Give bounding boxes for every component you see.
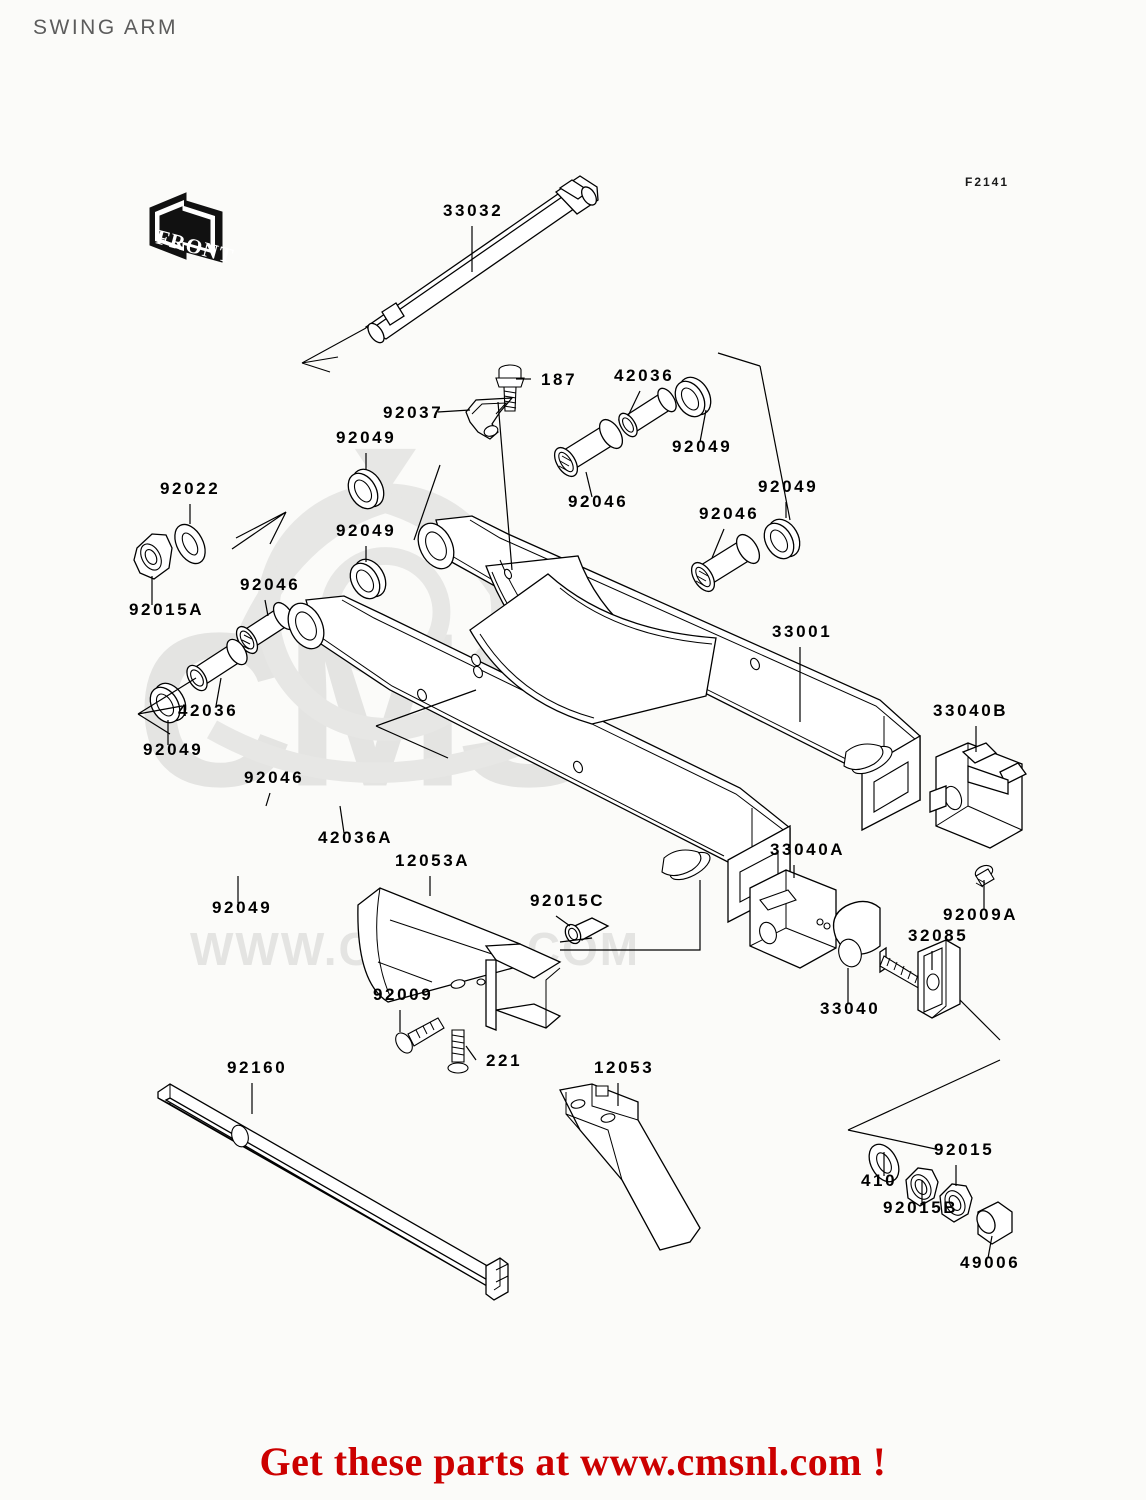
callout-label-collar-42036-left: 42036 <box>178 701 238 720</box>
callout-label-chain-guide-12053a: 12053A <box>395 851 470 870</box>
callout-label-nut-92015c: 92015C <box>530 891 605 910</box>
callout-label-chain-adjuster-33040a: 33040A <box>770 840 845 859</box>
part-33040b-chain-adjuster <box>929 742 1027 849</box>
part-12053a-chain-guide <box>357 887 562 1031</box>
callout-label-oil-seal-92049-lower-left: 92049 <box>143 740 203 759</box>
part-92046-bearing-top <box>553 418 624 478</box>
part-92049-seal-upper-right <box>674 376 712 418</box>
part-92046-bearing-right <box>690 533 761 593</box>
callout-label-oil-seal-92049-right: 92049 <box>758 477 818 496</box>
callout-label-oil-seal-92049-bottom: 92049 <box>212 898 272 917</box>
callout-label-screw-92009: 92009 <box>373 985 433 1004</box>
part-92015c-nut <box>564 917 610 945</box>
part-42036-collar-upper <box>617 387 678 438</box>
front-direction-marker: FRONT <box>149 192 237 268</box>
callout-label-swing-arm-body: 33001 <box>772 622 832 641</box>
callout-label-chain-adjuster-33040b: 33040B <box>933 701 1008 720</box>
callout-label-needle-bearing-92046-left: 92046 <box>240 575 300 594</box>
callout-label-collar-42036a: 42036A <box>318 828 393 847</box>
part-92015a-nut <box>133 533 173 580</box>
parts-diagram: CMS WWW.CMSNL.COM FRONT <box>129 175 1027 1301</box>
callout-label-oil-seal-92049-upper-left: 92049 <box>336 428 396 447</box>
part-92049-seal-mid-left <box>349 558 387 600</box>
drawing-reference-code: F2141 <box>965 175 1010 189</box>
callout-label-chain-adjuster-cam-33040: 33040 <box>820 999 880 1018</box>
part-42036-collar-left <box>186 638 248 692</box>
callout-label-collar-42036-upper: 42036 <box>614 366 674 385</box>
callout-label-nut-92015: 92015 <box>934 1140 994 1159</box>
callout-label-washer-410: 410 <box>861 1171 897 1190</box>
part-187-bolt <box>495 364 525 412</box>
part-92022-washer <box>174 523 206 565</box>
part-92049-seal-lower-left <box>149 682 187 724</box>
callout-label-cap-49006: 49006 <box>960 1253 1020 1272</box>
part-33040a-chain-adjuster <box>749 869 837 969</box>
part-92037-clamp <box>465 397 514 440</box>
part-92009-screw <box>395 1017 445 1054</box>
part-92015-nut <box>939 1183 973 1223</box>
part-92009a-screw <box>974 864 995 888</box>
part-92160-chain-slider <box>157 1083 509 1301</box>
part-33040-adjuster-cam <box>832 900 927 991</box>
callout-label-needle-bearing-92046-lower: 92046 <box>244 768 304 787</box>
callout-label-needle-bearing-92046-right: 92046 <box>699 504 759 523</box>
part-32085-stopper <box>917 939 961 1019</box>
part-12053-chain-guide <box>559 1083 701 1251</box>
part-92049-seal-upper-left <box>347 468 385 510</box>
callout-label-clamp-92037: 92037 <box>383 403 443 422</box>
callout-label-nut-92015a: 92015A <box>129 600 204 619</box>
part-49006-cap <box>976 1201 1013 1245</box>
part-number-labels: 33032 187 92037 42036 92049 92049 92046 92022 92… <box>129 201 1020 1272</box>
footer-cta: Get these parts at www.cmsnl.com ! <box>259 1439 887 1484</box>
page-title: SWING ARM <box>33 16 179 39</box>
callout-label-screw-221: 221 <box>486 1051 522 1070</box>
part-33001-swing-arm <box>287 515 921 924</box>
callout-label-screw-92009a: 92009A <box>943 905 1018 924</box>
callout-label-oil-seal-92049-upper-right: 92049 <box>672 437 732 456</box>
part-221-screw <box>447 1029 469 1074</box>
callout-label-nut-92015b: 92015B <box>883 1198 958 1217</box>
callout-label-washer-92022: 92022 <box>160 479 220 498</box>
callout-label-chain-guide-12053: 12053 <box>594 1058 654 1077</box>
callout-label-needle-bearing-92046-top: 92046 <box>568 492 628 511</box>
callout-label-chain-slider-damper-92160: 92160 <box>227 1058 287 1077</box>
part-92049-seal-right <box>763 518 801 560</box>
callout-label-stopper-32085: 32085 <box>908 926 968 945</box>
callout-label-oil-seal-92049-mid-left: 92049 <box>336 521 396 540</box>
leader-lines <box>137 226 1001 1259</box>
callout-label-bolt-187: 187 <box>541 370 577 389</box>
callout-label-swing-arm-pivot-shaft: 33032 <box>443 201 503 220</box>
